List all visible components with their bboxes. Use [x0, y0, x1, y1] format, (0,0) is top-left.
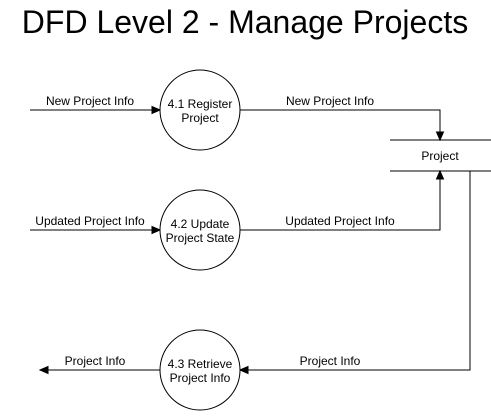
process-4-2-label-line-1: 4.2 Update — [171, 217, 230, 231]
flow-label-project-info-out: Project Info — [65, 354, 126, 368]
process-4-3-label-line-1: 4.3 Retrieve — [168, 357, 233, 371]
flow-new-project-info-to-store: New Project Info — [240, 94, 445, 142]
process-4-2-label-line-2: Project State — [166, 231, 235, 245]
process-4-3-label-line-2: Project Info — [170, 371, 231, 385]
flow-updated-project-info-in: Updated Project Info — [30, 214, 162, 235]
flow-label-project-info-from-store: Project Info — [300, 354, 361, 368]
flow-label-updated-project-info-in: Updated Project Info — [35, 214, 145, 228]
flow-project-info-from-store: Project Info — [238, 171, 471, 375]
flow-updated-project-info-to-store: Updated Project Info — [240, 169, 445, 231]
datastore-project: Project — [390, 139, 491, 172]
process-4-1-register-project: 4.1 Register Project — [159, 69, 241, 151]
datastore-project-label: Project — [421, 149, 459, 163]
flow-label-new-project-info-to-store: New Project Info — [286, 94, 374, 108]
diagram-title: DFD Level 2 - Manage Projects — [22, 4, 468, 40]
process-4-2-update-project-state: 4.2 Update Project State — [159, 189, 241, 271]
flow-new-project-info-in: New Project Info — [30, 94, 162, 115]
flow-label-new-project-info-in: New Project Info — [46, 94, 134, 108]
process-4-1-label-line-1: 4.1 Register — [168, 97, 233, 111]
process-4-3-retrieve-project-info: 4.3 Retrieve Project Info — [159, 329, 241, 411]
flow-project-info-out: Project Info — [38, 354, 160, 375]
process-4-1-label-line-2: Project — [181, 111, 219, 125]
flow-label-updated-project-info-to-store: Updated Project Info — [285, 214, 395, 228]
